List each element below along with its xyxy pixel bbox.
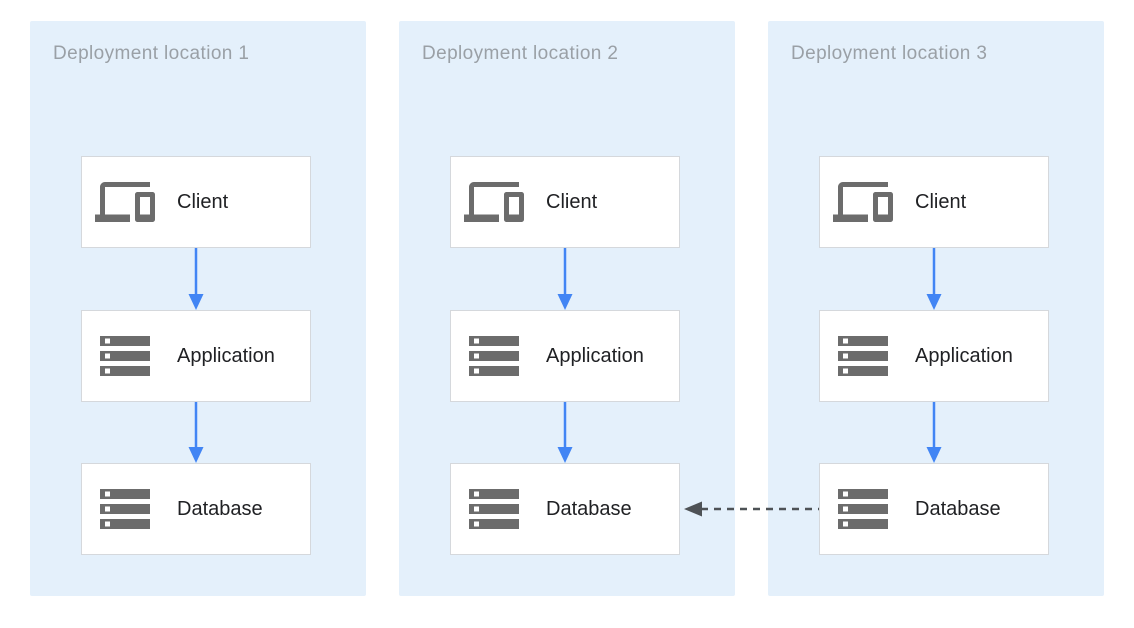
node-label: Database: [177, 497, 263, 520]
node-label: Application: [915, 344, 1013, 367]
node-label: Database: [915, 497, 1001, 520]
deployment-location-2-panel: Deployment location 2 Client Application: [399, 21, 735, 596]
client-node: Client: [81, 156, 311, 248]
devices-icon: [95, 172, 155, 232]
application-node: Application: [450, 310, 680, 402]
node-label: Client: [177, 190, 229, 213]
node-label: Database: [546, 497, 632, 520]
panel-title: Deployment location 1: [53, 43, 250, 64]
deployment-location-1-panel: Deployment location 1 Client Application: [30, 21, 366, 596]
arrow-client-to-application: [557, 248, 573, 310]
database-node: Database: [819, 463, 1049, 555]
arrow-application-to-database: [926, 402, 942, 463]
application-node: Application: [81, 310, 311, 402]
server-stack-icon: [95, 479, 155, 539]
panel-title: Deployment location 2: [422, 43, 619, 64]
node-label: Application: [177, 344, 275, 367]
deployment-location-3-panel: Deployment location 3 Client Application: [768, 21, 1104, 596]
arrow-application-to-database: [188, 402, 204, 463]
panel-title: Deployment location 3: [791, 43, 988, 64]
devices-icon: [464, 172, 524, 232]
server-stack-icon: [464, 326, 524, 386]
arrow-application-to-database: [557, 402, 573, 463]
client-node: Client: [450, 156, 680, 248]
node-label: Client: [546, 190, 598, 213]
server-stack-icon: [95, 326, 155, 386]
server-stack-icon: [833, 479, 893, 539]
server-stack-icon: [833, 326, 893, 386]
node-label: Application: [546, 344, 644, 367]
client-node: Client: [819, 156, 1049, 248]
arrow-client-to-application: [926, 248, 942, 310]
server-stack-icon: [464, 479, 524, 539]
database-node: Database: [450, 463, 680, 555]
application-node: Application: [819, 310, 1049, 402]
devices-icon: [833, 172, 893, 232]
node-label: Client: [915, 190, 967, 213]
database-node: Database: [81, 463, 311, 555]
arrow-client-to-application: [188, 248, 204, 310]
